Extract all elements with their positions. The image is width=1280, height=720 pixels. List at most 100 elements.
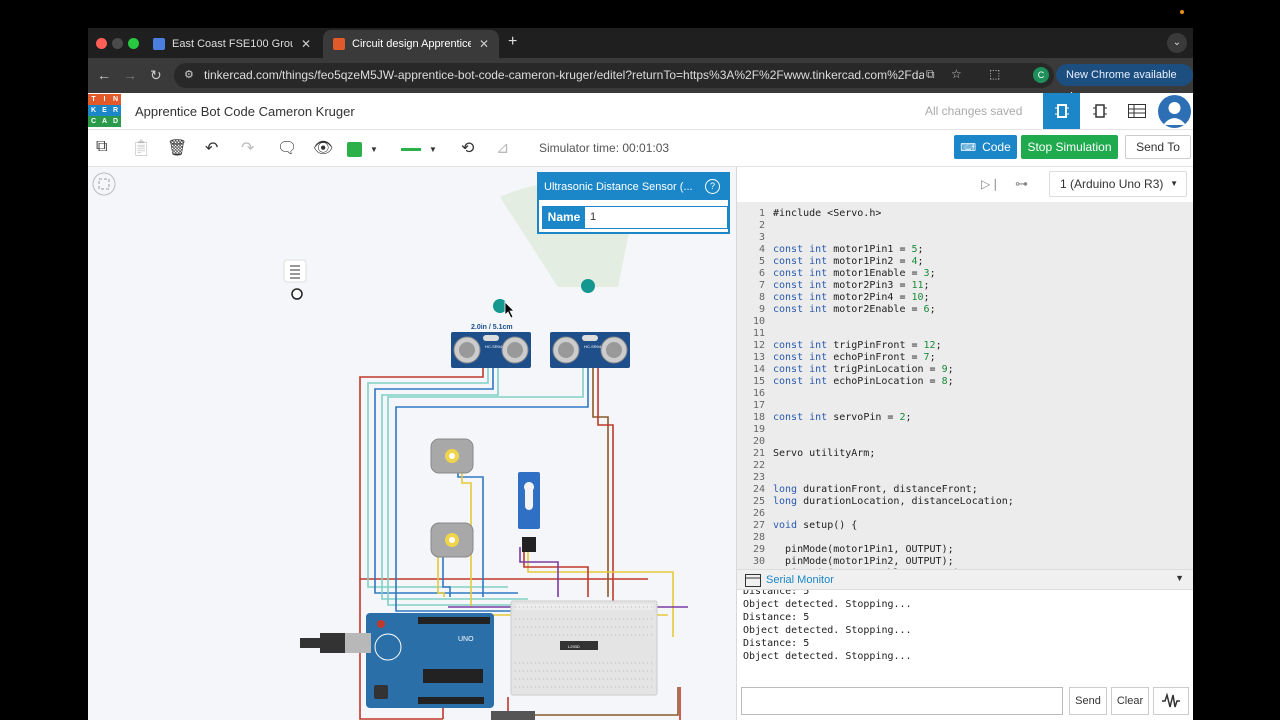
new-tab-button[interactable]: + xyxy=(508,33,518,50)
redo-icon[interactable]: ↷ xyxy=(241,140,255,157)
serial-monitor-title: Serial Monitor xyxy=(766,574,834,586)
code-text: const int motor2Pin4 = 10; xyxy=(773,292,930,303)
send-to-button[interactable]: Send To xyxy=(1125,135,1191,159)
serial-plotter-button[interactable] xyxy=(1153,687,1189,715)
line-number: 30 xyxy=(752,556,765,567)
toggle-notes-visibility-icon[interactable]: 👁︎ xyxy=(313,140,334,157)
collapse-chevron-icon[interactable]: ▼ xyxy=(1175,573,1184,583)
back-arrow-icon[interactable]: ← xyxy=(97,67,111,83)
sensor-model-label: HC-SR04 xyxy=(584,344,602,349)
tab-search-chevron-icon[interactable]: ⌄ xyxy=(1167,33,1187,53)
project-title[interactable]: Apprentice Bot Code Cameron Kruger xyxy=(135,104,355,119)
fit-view-icon[interactable] xyxy=(92,172,116,196)
schematic-view-button[interactable] xyxy=(1081,93,1118,129)
extensions-icon[interactable]: ⬚ xyxy=(989,67,1001,81)
serial-clear-button[interactable]: Clear xyxy=(1111,687,1149,715)
ultrasonic-sensor-location[interactable]: HC-SR04 xyxy=(550,332,630,368)
install-app-icon[interactable]: ⧉ xyxy=(926,67,935,81)
notes-icon[interactable]: 🗨︎ xyxy=(277,140,298,157)
zoom-window-button[interactable] xyxy=(128,38,139,49)
address-bar[interactable]: ⚙ tinkercad.com/things/feo5qzeM5JW-appre… xyxy=(174,63,1054,88)
ultrasonic-sensor-front[interactable]: HC-SR04 xyxy=(451,332,531,368)
serial-monitor-header[interactable]: Serial Monitor ▼ xyxy=(737,569,1193,590)
line-number: 15 xyxy=(752,376,765,387)
tab-docs[interactable]: East Coast FSE100 Group Pro ✕ xyxy=(143,30,321,58)
code-text: void setup() { xyxy=(773,520,858,531)
line-number: 8 xyxy=(758,292,765,303)
circuit-canvas[interactable]: 2.0in / 5.1cm HC-SR04 xyxy=(88,167,736,720)
line-number: 16 xyxy=(752,388,765,399)
rotate-icon[interactable]: ⟲ xyxy=(461,140,475,157)
motor-driver-label: L293D xyxy=(568,644,580,649)
servo-motor[interactable] xyxy=(518,472,540,552)
tab-tinkercad[interactable]: Circuit design Apprentice Bot ✕ xyxy=(323,30,499,58)
distance-readout: 2.0in / 5.1cm xyxy=(471,324,513,331)
url-text[interactable]: tinkercad.com/things/feo5qzeM5JW-apprent… xyxy=(204,68,924,82)
stop-simulation-button[interactable]: Stop Simulation xyxy=(1021,135,1118,159)
breadboard[interactable]: L293D xyxy=(510,600,658,696)
line-number: 6 xyxy=(758,268,765,279)
inspector-title: Ultrasonic Distance Sensor (... xyxy=(544,181,693,193)
flip-icon[interactable]: ⊿ xyxy=(496,140,510,157)
code-panel: ▷❘ ⊶ 1 (Arduino Uno R3) ▼ 1#include <Ser… xyxy=(736,167,1193,720)
serial-send-button[interactable]: Send xyxy=(1069,687,1107,715)
line-number: 24 xyxy=(752,484,765,495)
arduino-uno[interactable]: UNO xyxy=(300,613,494,708)
paste-icon[interactable]: 📋︎ xyxy=(131,140,152,157)
code-panel-toolbar: ▷❘ ⊶ 1 (Arduino Uno R3) ▼ xyxy=(737,167,1193,202)
step-play-icon[interactable]: ▷❘ xyxy=(981,177,1001,191)
serial-input[interactable] xyxy=(741,687,1063,715)
close-tab-icon[interactable]: ✕ xyxy=(478,37,489,51)
dc-motor-2[interactable] xyxy=(430,522,474,558)
code-text: const int motor2Pin3 = 11; xyxy=(773,280,930,291)
delete-trash-icon[interactable]: 🗑︎ xyxy=(167,140,188,157)
list-table-icon xyxy=(1127,104,1146,118)
sensor-target-object[interactable] xyxy=(581,279,595,293)
serial-line: Distance: 5 xyxy=(743,638,810,649)
reload-icon[interactable]: ↻ xyxy=(150,67,162,83)
code-text: const int motor1Enable = 3; xyxy=(773,268,936,279)
monitor-icon xyxy=(745,574,761,587)
dc-motor-1[interactable] xyxy=(430,438,474,474)
serial-line: Object detected. Stopping... xyxy=(743,599,912,610)
board-selector[interactable]: 1 (Arduino Uno R3) ▼ xyxy=(1049,171,1187,197)
wire-style-icon xyxy=(401,147,421,151)
name-input[interactable]: 1 xyxy=(590,211,597,223)
code-icon: ⌨ xyxy=(960,141,977,154)
wire-type-picker[interactable]: ▼ xyxy=(401,140,443,158)
circuit-view-button[interactable] xyxy=(1043,93,1080,129)
profile-avatar[interactable]: C xyxy=(1033,67,1049,83)
circuit-drawing: 2.0in / 5.1cm HC-SR04 xyxy=(92,172,688,720)
line-number: 2 xyxy=(758,220,765,231)
user-avatar[interactable] xyxy=(1158,95,1191,128)
code-text: const int servoPin = 2; xyxy=(773,412,912,423)
line-number: 10 xyxy=(752,316,765,327)
bookmark-star-icon[interactable]: ☆ xyxy=(951,67,962,81)
undo-icon[interactable]: ↶ xyxy=(205,140,219,157)
chrome-update-button[interactable]: New Chrome available ⋮ xyxy=(1056,64,1193,103)
debugger-icon[interactable]: ⊶ xyxy=(1015,176,1028,191)
note-icon[interactable] xyxy=(283,259,307,300)
component-list-button[interactable] xyxy=(1118,93,1155,129)
line-number: 20 xyxy=(752,436,765,447)
chevron-down-icon: ▼ xyxy=(1170,179,1178,188)
minimize-window-button[interactable] xyxy=(112,38,123,49)
close-tab-icon[interactable]: ✕ xyxy=(300,37,311,51)
forward-arrow-icon[interactable]: → xyxy=(123,67,137,83)
fill-color-picker[interactable]: ▼ xyxy=(347,140,385,158)
line-number: 5 xyxy=(758,256,765,267)
help-icon[interactable]: ? xyxy=(705,179,720,194)
sensor-target-object[interactable] xyxy=(493,299,507,313)
site-settings-icon[interactable]: ⚙ xyxy=(184,69,194,81)
line-number: 28 xyxy=(752,532,765,543)
serial-line: Object detected. Stopping... xyxy=(743,625,912,636)
code-button[interactable]: ⌨ Code xyxy=(954,135,1017,159)
chevron-down-icon: ▼ xyxy=(429,144,437,154)
copy-icon[interactable]: ⧉ xyxy=(96,138,108,155)
close-window-button[interactable] xyxy=(96,38,107,49)
code-text: const int motor1Pin1 = 5; xyxy=(773,244,924,255)
name-field-row: Name 1 xyxy=(542,206,728,229)
battery-pack[interactable] xyxy=(491,711,535,720)
